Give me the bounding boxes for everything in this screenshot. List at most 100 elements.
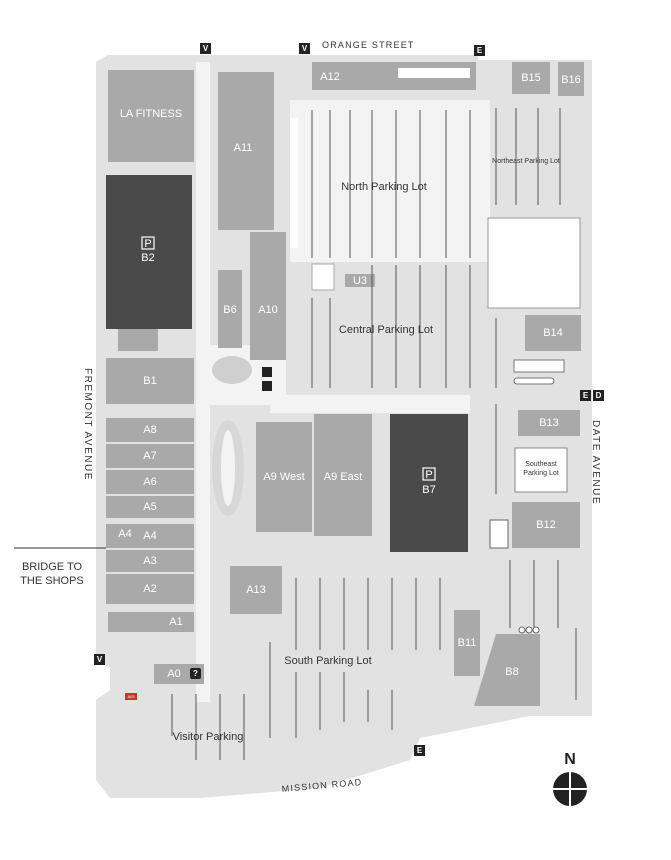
building-b8[interactable]: B8 <box>474 634 540 706</box>
building-b2[interactable]: P B2 <box>106 175 192 329</box>
building-la-fitness-label: LA FITNESS <box>120 108 182 120</box>
compass-n-label: N <box>564 751 576 768</box>
building-b14-label: B14 <box>543 327 563 339</box>
bridge-callout-line1: BRIDGE TO <box>22 561 83 573</box>
info-icon[interactable]: ? <box>190 668 201 679</box>
building-a9-east[interactable]: A9 East <box>314 414 372 536</box>
building-b16-label: B16 <box>561 74 581 86</box>
building-b7[interactable]: P B7 <box>390 414 468 552</box>
east-stall-rows <box>509 560 577 700</box>
north-parking-lot-label: North Parking Lot <box>341 181 427 193</box>
bridge-callout-line2: THE SHOPS <box>20 575 84 587</box>
building-b2-parking-icon: P <box>144 238 151 250</box>
building-a6[interactable]: A6 <box>106 470 194 494</box>
building-a8[interactable]: A8 <box>106 418 194 442</box>
building-a03[interactable]: A03 <box>125 693 137 700</box>
d-marker-label: D <box>596 391 602 400</box>
street-fremont: FREMONT AVENUE <box>82 368 93 481</box>
entrance-marker-label: E <box>417 746 423 755</box>
building-b2-label: B2 <box>141 252 154 264</box>
southeast-parking-lot-label-1: Southeast <box>525 461 557 468</box>
building-b13-label: B13 <box>539 417 559 429</box>
building-b13[interactable]: B13 <box>518 410 580 436</box>
building-b14[interactable]: B14 <box>525 315 581 351</box>
building-a5-label: A5 <box>143 501 156 513</box>
building-a7-label: A7 <box>143 450 156 462</box>
info-icon-label: ? <box>193 669 198 678</box>
southeast-parking-lot: Southeast Parking Lot <box>514 447 568 493</box>
building-b6[interactable]: B6 <box>218 270 242 348</box>
entrance-marker-north[interactable]: E <box>474 45 485 56</box>
building-a9-west[interactable]: A9 West <box>256 422 312 532</box>
north-parking-lot: North Parking Lot <box>290 110 471 258</box>
building-b15-label: B15 <box>521 72 541 84</box>
building-a1-label: A1 <box>169 616 182 628</box>
building-b11[interactable]: B11 <box>454 610 480 676</box>
entrance-marker-east[interactable]: E <box>580 390 591 401</box>
building-a7[interactable]: A7 <box>106 444 194 468</box>
building-a4-small-label: A4 <box>118 528 131 540</box>
kiosk <box>489 519 509 549</box>
building-la-fitness[interactable]: LA FITNESS <box>108 70 194 162</box>
building-b12-label: B12 <box>536 519 556 531</box>
building-a3-label: A3 <box>143 555 156 567</box>
building-a13[interactable]: A13 <box>230 566 282 614</box>
empty-field <box>487 217 581 309</box>
building-b12[interactable]: B12 <box>512 502 580 548</box>
building-b15[interactable]: B15 <box>512 62 550 94</box>
visitor-parking-label: Visitor Parking <box>173 731 244 743</box>
building-a1[interactable]: A1 <box>108 612 194 632</box>
central-parking-lot-label: Central Parking Lot <box>339 324 433 336</box>
visitor-icon-a10 <box>262 381 272 391</box>
visitor-marker-label: V <box>302 44 308 53</box>
central-parking-lot: U3 Central Parking Lot <box>311 263 471 388</box>
street-orange: ORANGE STREET <box>322 40 415 50</box>
building-b2-annex <box>118 329 158 351</box>
building-b7-label: B7 <box>422 484 435 496</box>
building-a2-label: A2 <box>143 583 156 595</box>
entrance-marker-south[interactable]: E <box>414 745 425 756</box>
northeast-parking-lot: Northeast Parking Lot <box>492 108 561 205</box>
building-u3-label: U3 <box>353 275 367 287</box>
building-a12[interactable]: A12 <box>312 62 476 90</box>
building-a11-label: A11 <box>234 142 253 154</box>
visitor-marker-north[interactable]: V <box>299 43 310 54</box>
visitor-marker-label: V <box>203 44 209 53</box>
south-parking-lot: South Parking Lot <box>269 578 441 738</box>
walkway-central <box>270 395 470 413</box>
building-a2[interactable]: A2 <box>106 574 194 604</box>
building-b1-label: B1 <box>143 375 156 387</box>
building-a10[interactable]: A10 <box>250 232 286 360</box>
building-a9-west-label: A9 West <box>263 471 304 483</box>
northeast-parking-lot-label: Northeast Parking Lot <box>492 158 560 165</box>
visitor-marker-north-west[interactable]: V <box>200 43 211 54</box>
walkway-north-lot <box>290 100 490 262</box>
south-parking-lot-label: South Parking Lot <box>284 655 371 667</box>
building-b16[interactable]: B16 <box>558 62 584 96</box>
median-b14 <box>513 377 555 385</box>
d-marker-east[interactable]: D <box>593 390 604 401</box>
building-a3[interactable]: A3 <box>106 550 194 572</box>
building-a4-label: A4 <box>143 530 156 542</box>
visitor-marker-west[interactable]: V <box>94 654 105 665</box>
entrance-marker-label: E <box>583 391 589 400</box>
building-b1[interactable]: B1 <box>106 358 194 404</box>
building-b8-label: B8 <box>505 666 518 678</box>
building-u3[interactable]: U3 <box>345 274 375 287</box>
street-date: DATE AVENUE <box>590 420 601 505</box>
building-a0-label: A0 <box>167 668 180 680</box>
building-a10-label: A10 <box>258 304 278 316</box>
plaza-oval-inner <box>221 430 235 506</box>
building-a9-east-label: A9 East <box>324 471 363 483</box>
southeast-parking-lot-label-2: Parking Lot <box>523 470 558 477</box>
building-a03-label: A03 <box>127 694 135 699</box>
stall-row-b14 <box>513 359 565 373</box>
building-a5[interactable]: A5 <box>106 496 194 518</box>
building-b7-parking-icon: P <box>425 469 432 481</box>
building-a4[interactable]: A4 A4 <box>106 524 194 548</box>
visitor-parking: Visitor Parking <box>171 694 245 760</box>
building-a8-label: A8 <box>143 424 156 436</box>
building-a11[interactable]: A11 <box>218 72 274 230</box>
visitor-marker-label: V <box>97 655 103 664</box>
